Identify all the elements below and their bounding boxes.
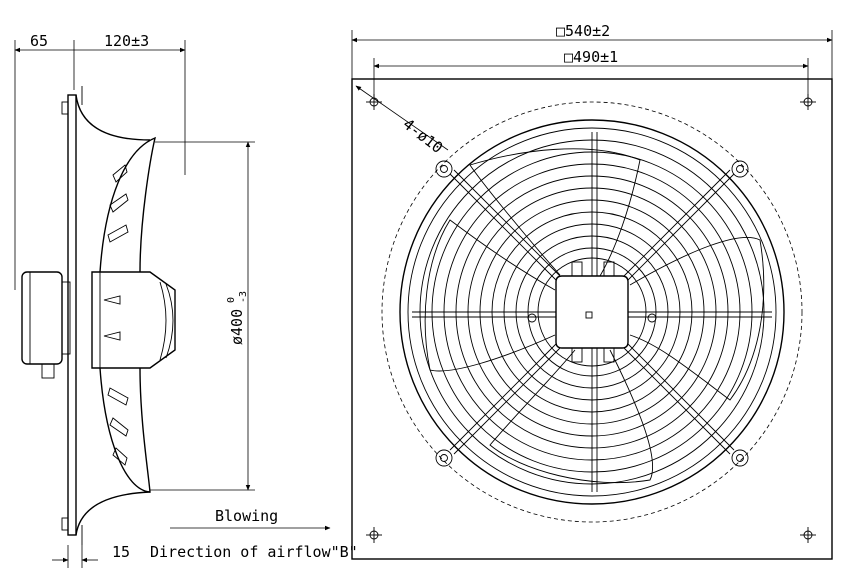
fan-hub <box>91 271 176 369</box>
holes-label: 4-ø10 <box>400 115 447 157</box>
motor-hub-square <box>555 275 629 349</box>
motor-flange <box>61 281 71 355</box>
square-mounting-plate <box>351 78 833 560</box>
fan-blades <box>424 148 765 483</box>
hub-center-marker <box>585 311 593 319</box>
bolt-head-bottom <box>61 517 69 531</box>
inner-dimension-label: □490±1 <box>564 48 618 66</box>
blade-lower <box>99 367 151 493</box>
guard-spokes <box>412 132 772 492</box>
holes-leader-line <box>355 85 449 151</box>
corner-hole-tr <box>800 94 816 110</box>
dim-offset-label: 65 <box>30 32 48 50</box>
mounting-plate-side <box>67 94 77 536</box>
corner-hole-bl <box>366 527 382 543</box>
venturi-top <box>75 94 151 141</box>
guard-lug-tl <box>435 160 453 178</box>
corner-hole-br <box>800 527 816 543</box>
dim-depth-label: 120±3 <box>104 32 149 50</box>
cable-gland <box>41 363 55 379</box>
diameter-label-group: ø400 0 -3 <box>226 291 249 345</box>
bolt-head-top <box>61 101 69 115</box>
front-view: □540±2 □490±1 4-ø10 <box>351 22 833 560</box>
guard-lug-bl <box>435 449 453 467</box>
venturi-ring <box>399 119 785 505</box>
diameter-upper-tolerance: 0 <box>226 297 237 303</box>
diameter-lower-tolerance: -3 <box>238 291 249 303</box>
blowing-label: Blowing <box>215 507 278 525</box>
motor-body <box>21 271 63 365</box>
guard-lug-tr <box>731 160 749 178</box>
blade-sweep-circle <box>381 101 803 523</box>
blade-upper <box>99 136 156 273</box>
flange-thickness-label: 15 <box>112 543 130 561</box>
diameter-label: ø400 <box>228 309 246 345</box>
airflow-direction-label: Direction of airflow"B" <box>150 543 358 561</box>
venturi-bottom <box>75 491 151 536</box>
outer-dimension-label: □540±2 <box>556 22 610 40</box>
guard-lug-br <box>731 449 749 467</box>
side-view: 65 120±3 <box>14 32 358 568</box>
hub-clips <box>527 261 657 363</box>
